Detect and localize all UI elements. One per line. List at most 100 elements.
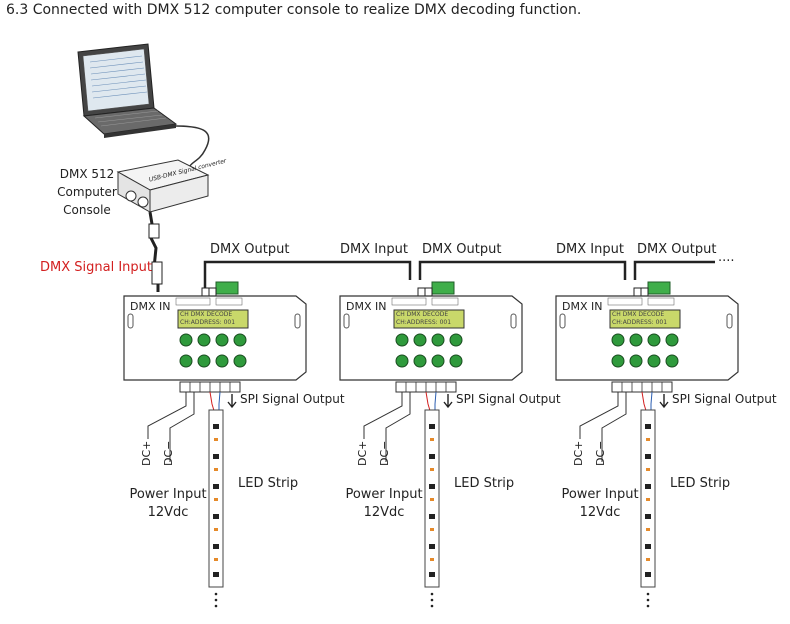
console-label-line3: Console xyxy=(63,203,111,217)
dmx-connector-icon xyxy=(647,281,671,295)
power-wire-minus xyxy=(169,392,195,462)
usb-cable xyxy=(175,125,210,167)
lcd-line2: CH:ADDRESS: 001 xyxy=(612,319,668,326)
button-icon xyxy=(611,354,625,368)
rj45-plug-icon xyxy=(151,261,163,285)
button-icon xyxy=(179,333,193,347)
button-icon xyxy=(197,354,211,368)
button-icon xyxy=(629,354,643,368)
power-input-block: Power Input 12Vdc xyxy=(336,486,432,522)
button-icon xyxy=(233,354,247,368)
lcd-text: CH DMX DECODE CH:ADDRESS: 001 xyxy=(396,311,451,327)
power-wire-plus xyxy=(363,392,403,439)
button-icon xyxy=(629,333,643,347)
mount-slot-icon xyxy=(343,313,350,329)
power-input-label: Power Input xyxy=(129,487,207,502)
console-label-line2: Computer xyxy=(57,185,117,199)
lcd-text: CH DMX DECODE CH:ADDRESS: 001 xyxy=(612,311,667,327)
lcd-line2: CH:ADDRESS: 001 xyxy=(180,319,236,326)
button-icon xyxy=(449,354,463,368)
dmx-chain-wire-3 xyxy=(633,260,715,280)
spi-out-port-label xyxy=(215,297,243,306)
dc-plus-label: DC+ xyxy=(572,440,585,466)
lcd-line1: CH DMX DECODE xyxy=(396,311,449,318)
button-icon xyxy=(665,354,679,368)
dmx-in-label: DMX IN xyxy=(346,300,387,313)
button-icon xyxy=(197,333,211,347)
voltage-label: 12Vdc xyxy=(147,505,189,520)
dmx-output-label-1: DMX Output xyxy=(210,242,290,257)
mount-slot-icon xyxy=(726,313,733,329)
button-icon xyxy=(413,333,427,347)
lcd-line2: CH:ADDRESS: 001 xyxy=(396,319,452,326)
power-wire-plus xyxy=(579,392,619,439)
power-input-label: Power Input xyxy=(561,487,639,502)
decoder-drawing xyxy=(555,281,739,608)
decoder-drawing xyxy=(339,281,523,608)
lcd-text: CH DMX DECODE CH:ADDRESS: 001 xyxy=(180,311,235,327)
button-icon xyxy=(233,333,247,347)
xlr-plug-icon xyxy=(148,223,160,239)
dmx-chain-wire-1 xyxy=(203,260,412,296)
button-icon xyxy=(611,333,625,347)
lcd-line1: CH DMX DECODE xyxy=(180,311,233,318)
decoder-case xyxy=(123,295,307,381)
power-wire-minus xyxy=(601,392,627,462)
dmx-in-port-label xyxy=(175,297,211,306)
voltage-label: 12Vdc xyxy=(363,505,405,520)
lcd-display xyxy=(393,309,465,329)
power-input-block: Power Input 12Vdc xyxy=(120,486,216,522)
mount-slot-icon xyxy=(127,313,134,329)
spi-output-label: SPI Signal Output xyxy=(456,392,561,406)
buttons xyxy=(611,333,679,368)
dmx-connector-icon xyxy=(215,281,239,295)
button-icon xyxy=(431,354,445,368)
dmx-chain-continuation: .... xyxy=(718,250,735,265)
page-title: 6.3 Connected with DMX 512 computer cons… xyxy=(6,2,582,18)
spi-out-port-label xyxy=(647,297,675,306)
dc-plus-label: DC+ xyxy=(140,440,153,466)
led-strip-label: LED Strip xyxy=(670,476,731,491)
laptop-icon xyxy=(77,43,178,138)
button-icon xyxy=(665,333,679,347)
console-label: DMX 512 Computer Console xyxy=(52,165,122,219)
button-icon xyxy=(215,354,229,368)
button-icon xyxy=(647,354,661,368)
power-input-block: Power Input 12Vdc xyxy=(552,486,648,522)
dmx-input-label-2: DMX Input xyxy=(340,242,408,257)
button-icon xyxy=(395,354,409,368)
dmx-output-label-3: DMX Output xyxy=(637,242,717,257)
led-strip-label: LED Strip xyxy=(238,476,299,491)
voltage-label: 12Vdc xyxy=(579,505,621,520)
dmx-in-label: DMX IN xyxy=(130,300,171,313)
arrow-down-icon xyxy=(659,394,669,409)
button-icon xyxy=(395,333,409,347)
mount-slot-icon xyxy=(559,313,566,329)
power-wire-plus xyxy=(147,392,187,439)
arrow-down-icon xyxy=(443,394,453,409)
dmx-in-port-label xyxy=(607,297,643,306)
dmx-in-label: DMX IN xyxy=(562,300,603,313)
decoder-drawing xyxy=(123,281,307,608)
dmx-chain-wire-2 xyxy=(418,260,627,280)
dc-plus-label: DC+ xyxy=(356,440,369,466)
power-wire-minus xyxy=(385,392,411,462)
button-icon xyxy=(179,354,193,368)
mount-slot-icon xyxy=(510,313,517,329)
dmx-connector-icon xyxy=(431,281,455,295)
buttons xyxy=(179,333,247,368)
lcd-line1: CH DMX DECODE xyxy=(612,311,665,318)
button-icon xyxy=(449,333,463,347)
dmx-in-port-label xyxy=(391,297,427,306)
decoder-case xyxy=(339,295,523,381)
power-input-label: Power Input xyxy=(345,487,423,502)
button-icon xyxy=(647,333,661,347)
buttons xyxy=(395,333,463,368)
console-label-line1: DMX 512 xyxy=(59,167,115,181)
dmx-output-label-2: DMX Output xyxy=(422,242,502,257)
mount-slot-icon xyxy=(294,313,301,329)
spi-output-label: SPI Signal Output xyxy=(240,392,345,406)
button-icon xyxy=(431,333,445,347)
